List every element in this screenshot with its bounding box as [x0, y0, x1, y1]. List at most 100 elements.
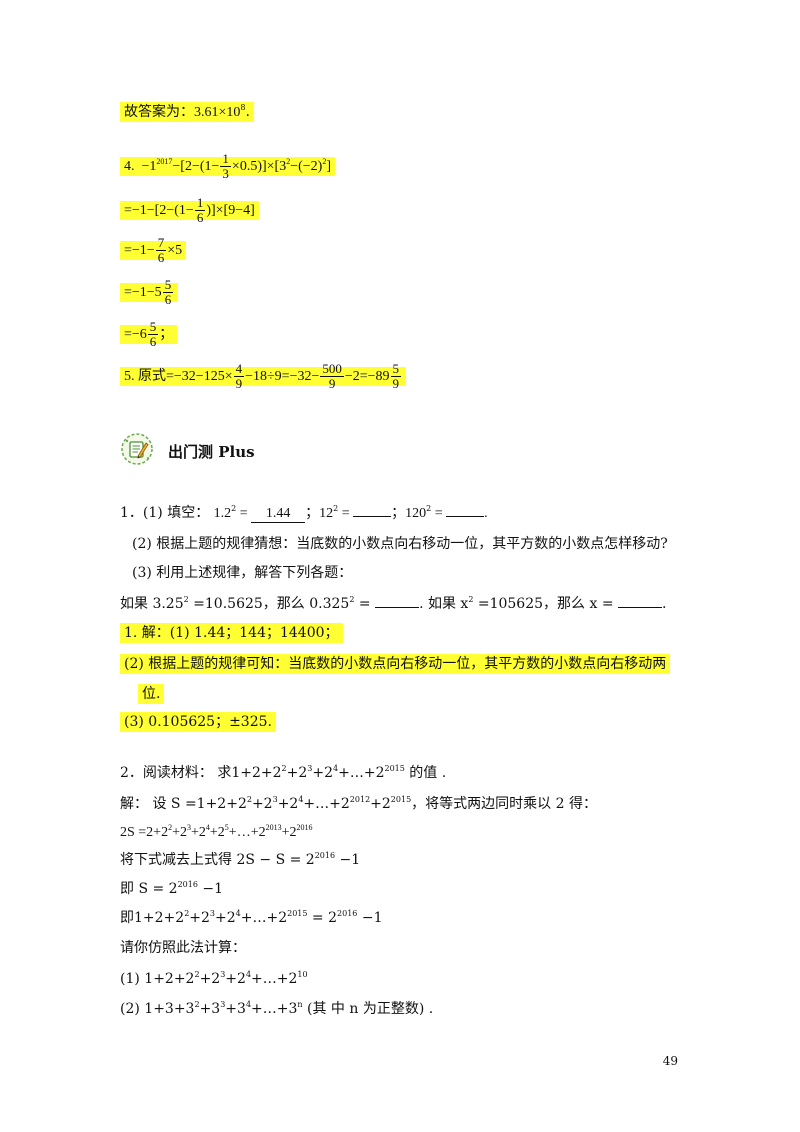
p2-w-f: = 2: [307, 910, 338, 926]
prev-answer-value: 3.61×10: [194, 105, 241, 120]
q5-n3: 5: [390, 361, 402, 378]
q4-l1-a: −1: [141, 159, 157, 175]
q4-l1-b: −[2−(1−: [172, 159, 220, 175]
p1-q4-c: =: [354, 596, 376, 612]
p1-q4-b: =10.5625，那么 0.325: [188, 596, 350, 612]
p1-q4-blank-2[interactable]: [618, 607, 663, 608]
p2-w-e1: 2: [184, 909, 190, 918]
q4-l1-d: −(−2): [290, 159, 323, 175]
p2-t-e1: 2: [168, 823, 173, 832]
p2-solution-line-3: 将下式减去上式得 2S − S = 22016 −1: [120, 851, 361, 869]
q4-l1-num: 1: [220, 151, 231, 168]
p2-s-d: +…+2: [303, 796, 350, 812]
p2-t-d: +2: [209, 825, 225, 840]
p2-s-e1: 2: [246, 795, 252, 804]
p1-answer-2: (2) 根据上题的规律可知：当底数的小数点向右移动一位，其平方数的小数点向右移动…: [120, 654, 671, 674]
p2-w-g: −1: [357, 910, 383, 926]
q4-l3-num: 7: [155, 235, 167, 252]
p1-q4-d: . 如果 x: [419, 596, 469, 612]
p1-q4-line: 如果 3.252 =10.5625，那么 0.3252 = . 如果 x2 =1…: [120, 595, 666, 613]
q5-b: −18÷9=−32−: [245, 369, 320, 385]
p2-task-1: (1) 1+2+22+23+24+…+210: [120, 970, 308, 988]
p1-q1-f: =: [338, 506, 354, 521]
q5-label: 5. 原式=: [124, 369, 174, 385]
p2-y-e4: 10: [297, 970, 308, 979]
p2-y-d: +…+2: [251, 971, 298, 987]
p2-y-c: +2: [225, 971, 246, 987]
q4-l2-den: 6: [196, 210, 204, 226]
q4-l4-den: 6: [164, 292, 172, 308]
p2-s-g: ，将等式两边同时乘以 2 得：: [411, 796, 597, 812]
p2-t-g: +2: [281, 825, 297, 840]
p1-q1-g: ；120: [391, 506, 427, 521]
p2-y-a: (1) 1+2+2: [120, 971, 195, 987]
p2-t-f: +…+2: [228, 825, 266, 840]
p2-task-2: (2) 1+3+32+33+34+…+3n (其 中 n 为正整数) .: [120, 1000, 433, 1018]
p1-q2-line: (2) 根据上题的规律猜想：当底数的小数点向右移动一位，其平方数的小数点怎样移动…: [132, 536, 668, 552]
p1-q1-blank-3[interactable]: [446, 516, 485, 517]
p2-y-e2: 3: [220, 970, 226, 979]
p2-s-f: +2: [370, 796, 391, 812]
p2-s-e5: 2015: [390, 795, 412, 804]
p1-q1-i: .: [484, 506, 488, 521]
p2-z-d: +…+3: [251, 1001, 298, 1017]
p1-q4-e3: 2: [468, 595, 474, 604]
p2-s-e3: 4: [298, 795, 304, 804]
q4-l1-e: ]: [326, 159, 331, 175]
p2-t-e6: 2016: [296, 823, 313, 832]
p1-q1-a: 1．(1) 填空：: [120, 505, 210, 521]
q4-l5-a: =−6: [124, 327, 147, 343]
p1-q1-e1: 2: [231, 504, 237, 513]
p2-t-e3: 4: [205, 823, 210, 832]
p2-y-b: +2: [199, 971, 221, 987]
p2-t-b: +2: [172, 825, 187, 840]
p1-answer-2-cont: 位.: [138, 684, 165, 704]
p2-w-e5: 2016: [337, 909, 358, 918]
q4-l4-num: 5: [162, 277, 174, 294]
p2-w-c: +2: [215, 910, 236, 926]
p1-q1-blank-1[interactable]: 1.44: [251, 506, 306, 524]
p1-q1-line: 1．(1) 填空： 1.22 = 1.44；122 = ；1202 = .: [120, 504, 488, 524]
p1-q4-f: =105625，那么 x =: [473, 596, 619, 612]
p2-w-e2: 3: [209, 909, 216, 918]
p2-z-e2: 3: [220, 1000, 226, 1009]
p2-t-e2: 3: [186, 823, 191, 832]
p2-v-a: 即 S = 2: [120, 881, 178, 897]
p1-answer-1-text: 1. 解：(1) 1.44；144；14400；: [120, 623, 343, 643]
q5-d1: 9: [235, 376, 243, 392]
p1-answer-1: 1. 解：(1) 1.44；144；14400；: [120, 623, 343, 643]
p2-v-b: −1: [197, 881, 224, 897]
p2-y-e3: 4: [245, 970, 252, 979]
p1-q1-e2: 2: [333, 504, 339, 513]
p1-q4-blank-1[interactable]: [375, 607, 420, 608]
p2-y-e1: 2: [194, 970, 200, 979]
p2-t-e5: 2013: [265, 823, 282, 832]
p2-u-b: −1: [335, 852, 361, 868]
q4-label: 4.: [124, 159, 135, 175]
p1-q1-b: 1.2: [213, 506, 232, 521]
p2-s-e4: 2012: [349, 795, 371, 804]
p2-t-c: +2: [190, 825, 206, 840]
p2-solution-line-2: 2S =2+22+23+24+25+…+22013+22016: [120, 823, 313, 841]
p2-u-e: 2016: [314, 851, 336, 860]
q4-l3-b: ×5: [167, 243, 183, 259]
page-number: 49: [662, 1054, 678, 1068]
section-title: 出门测 Plus: [168, 443, 255, 461]
p1-q1-blank-2[interactable]: [353, 516, 392, 517]
q4-l3-den: 6: [157, 250, 165, 266]
q4-l2-a: =−1−[2−(1−: [124, 203, 194, 219]
p2-z-e3: 4: [245, 1000, 252, 1009]
q4-l2-num: 1: [194, 195, 206, 212]
p2-t-a: 2S =2+2: [120, 825, 169, 840]
p2-q-d: +…+2: [338, 765, 385, 781]
q4-l1-exp3: 2: [322, 157, 327, 167]
